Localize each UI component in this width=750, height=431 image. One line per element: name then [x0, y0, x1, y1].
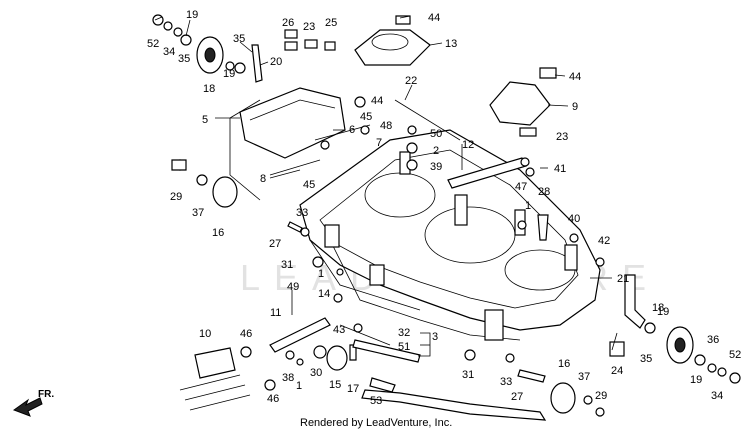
callouts: 52 34 19 35 18 19 35 20 26 23 25 44 13 4… — [147, 9, 741, 407]
callout: 16 — [558, 358, 570, 370]
belt-cover — [489, 67, 557, 137]
callout: 19 — [223, 68, 235, 80]
callout: 18 — [652, 302, 664, 314]
front-bar — [339, 323, 421, 363]
callout: 45 — [303, 179, 315, 191]
footer-credit: Rendered by LeadVenture, Inc. — [300, 417, 452, 429]
callout: 35 — [233, 33, 245, 45]
callout: 25 — [325, 17, 337, 29]
callout: 39 — [430, 161, 442, 173]
callout: 42 — [598, 235, 610, 247]
roller-right — [550, 382, 605, 417]
callout: 9 — [572, 101, 578, 113]
callout: 6 — [349, 124, 355, 136]
callout: 2 — [433, 145, 439, 157]
callout: 27 — [269, 238, 281, 250]
callout: 1 — [318, 268, 324, 280]
deck-bolts-left — [287, 221, 344, 303]
callout: 48 — [380, 120, 392, 132]
direction-label: FR. — [38, 389, 54, 400]
callout: 29 — [595, 390, 607, 402]
mower-deck — [299, 129, 601, 341]
callout: 32 — [398, 327, 410, 339]
callout: 52 — [729, 349, 741, 361]
callout: 37 — [192, 207, 204, 219]
callout: 23 — [303, 21, 315, 33]
callout: 18 — [203, 83, 215, 95]
callout: 46 — [240, 328, 252, 340]
callout: 5 — [202, 114, 208, 126]
front-direction-arrow: FR. — [12, 389, 54, 417]
lever-arm — [447, 157, 530, 189]
callout: 35 — [640, 353, 652, 365]
callout: 17 — [347, 383, 359, 395]
callout: 27 — [511, 391, 523, 403]
decals-top — [284, 29, 336, 51]
rod — [354, 96, 461, 171]
callout: 29 — [170, 191, 182, 203]
callout: 22 — [405, 75, 417, 87]
callout: 45 — [360, 111, 372, 123]
callout: 21 — [617, 273, 629, 285]
callout: 44 — [569, 71, 581, 83]
callout: 15 — [329, 379, 341, 391]
callout: 16 — [212, 227, 224, 239]
callout: 30 — [310, 367, 322, 379]
callout: 53 — [370, 395, 382, 407]
callout: 40 — [568, 213, 580, 225]
callout: 1 — [296, 380, 302, 392]
callout: 11 — [270, 307, 281, 319]
callout: 31 — [462, 369, 474, 381]
callout: 33 — [500, 376, 512, 388]
callout: 34 — [163, 46, 175, 58]
callout: 23 — [556, 131, 568, 143]
leader-lines — [154, 15, 618, 357]
callout: 49 — [287, 281, 299, 293]
lift-hanger — [179, 346, 276, 411]
pulley-cover — [354, 15, 431, 66]
bottom-bar — [361, 349, 547, 421]
callout: 47 — [515, 181, 527, 193]
callout: 19 — [657, 306, 669, 318]
discharge-chute — [239, 87, 371, 176]
bolt-29 — [171, 159, 187, 171]
callout: 38 — [282, 372, 294, 384]
callout: 31 — [281, 259, 293, 271]
callout: 41 — [554, 163, 566, 175]
wheel-assembly-right — [609, 274, 741, 384]
callout: 36 — [707, 334, 719, 346]
callout: 33 — [296, 207, 308, 219]
callout: 10 — [199, 328, 211, 340]
callout: 20 — [270, 56, 282, 68]
callout: 7 — [376, 137, 382, 149]
callout: 37 — [578, 371, 590, 383]
callout: 44 — [371, 95, 383, 107]
callout: 52 — [147, 38, 159, 50]
callout: 46 — [267, 393, 279, 405]
callout: 1 — [525, 200, 531, 212]
callout: 8 — [260, 173, 266, 185]
wheel-assembly-top-left — [152, 14, 263, 83]
callout: 19 — [186, 9, 198, 21]
callout: 14 — [318, 288, 330, 300]
callout: 24 — [611, 365, 623, 377]
callout: 35 — [178, 53, 190, 65]
callout: 19 — [690, 374, 702, 386]
callout: 3 — [432, 331, 438, 343]
callout: 26 — [282, 17, 294, 29]
link-arm — [269, 317, 331, 366]
callout: 44 — [428, 12, 440, 24]
callout: 50 — [430, 128, 442, 140]
callout: 13 — [445, 38, 457, 50]
callout: 28 — [538, 186, 550, 198]
callout: 34 — [711, 390, 723, 402]
callout: 43 — [333, 324, 345, 336]
callout: 12 — [462, 139, 474, 151]
deck-bolts-right — [517, 167, 605, 267]
callout: 51 — [398, 341, 410, 353]
